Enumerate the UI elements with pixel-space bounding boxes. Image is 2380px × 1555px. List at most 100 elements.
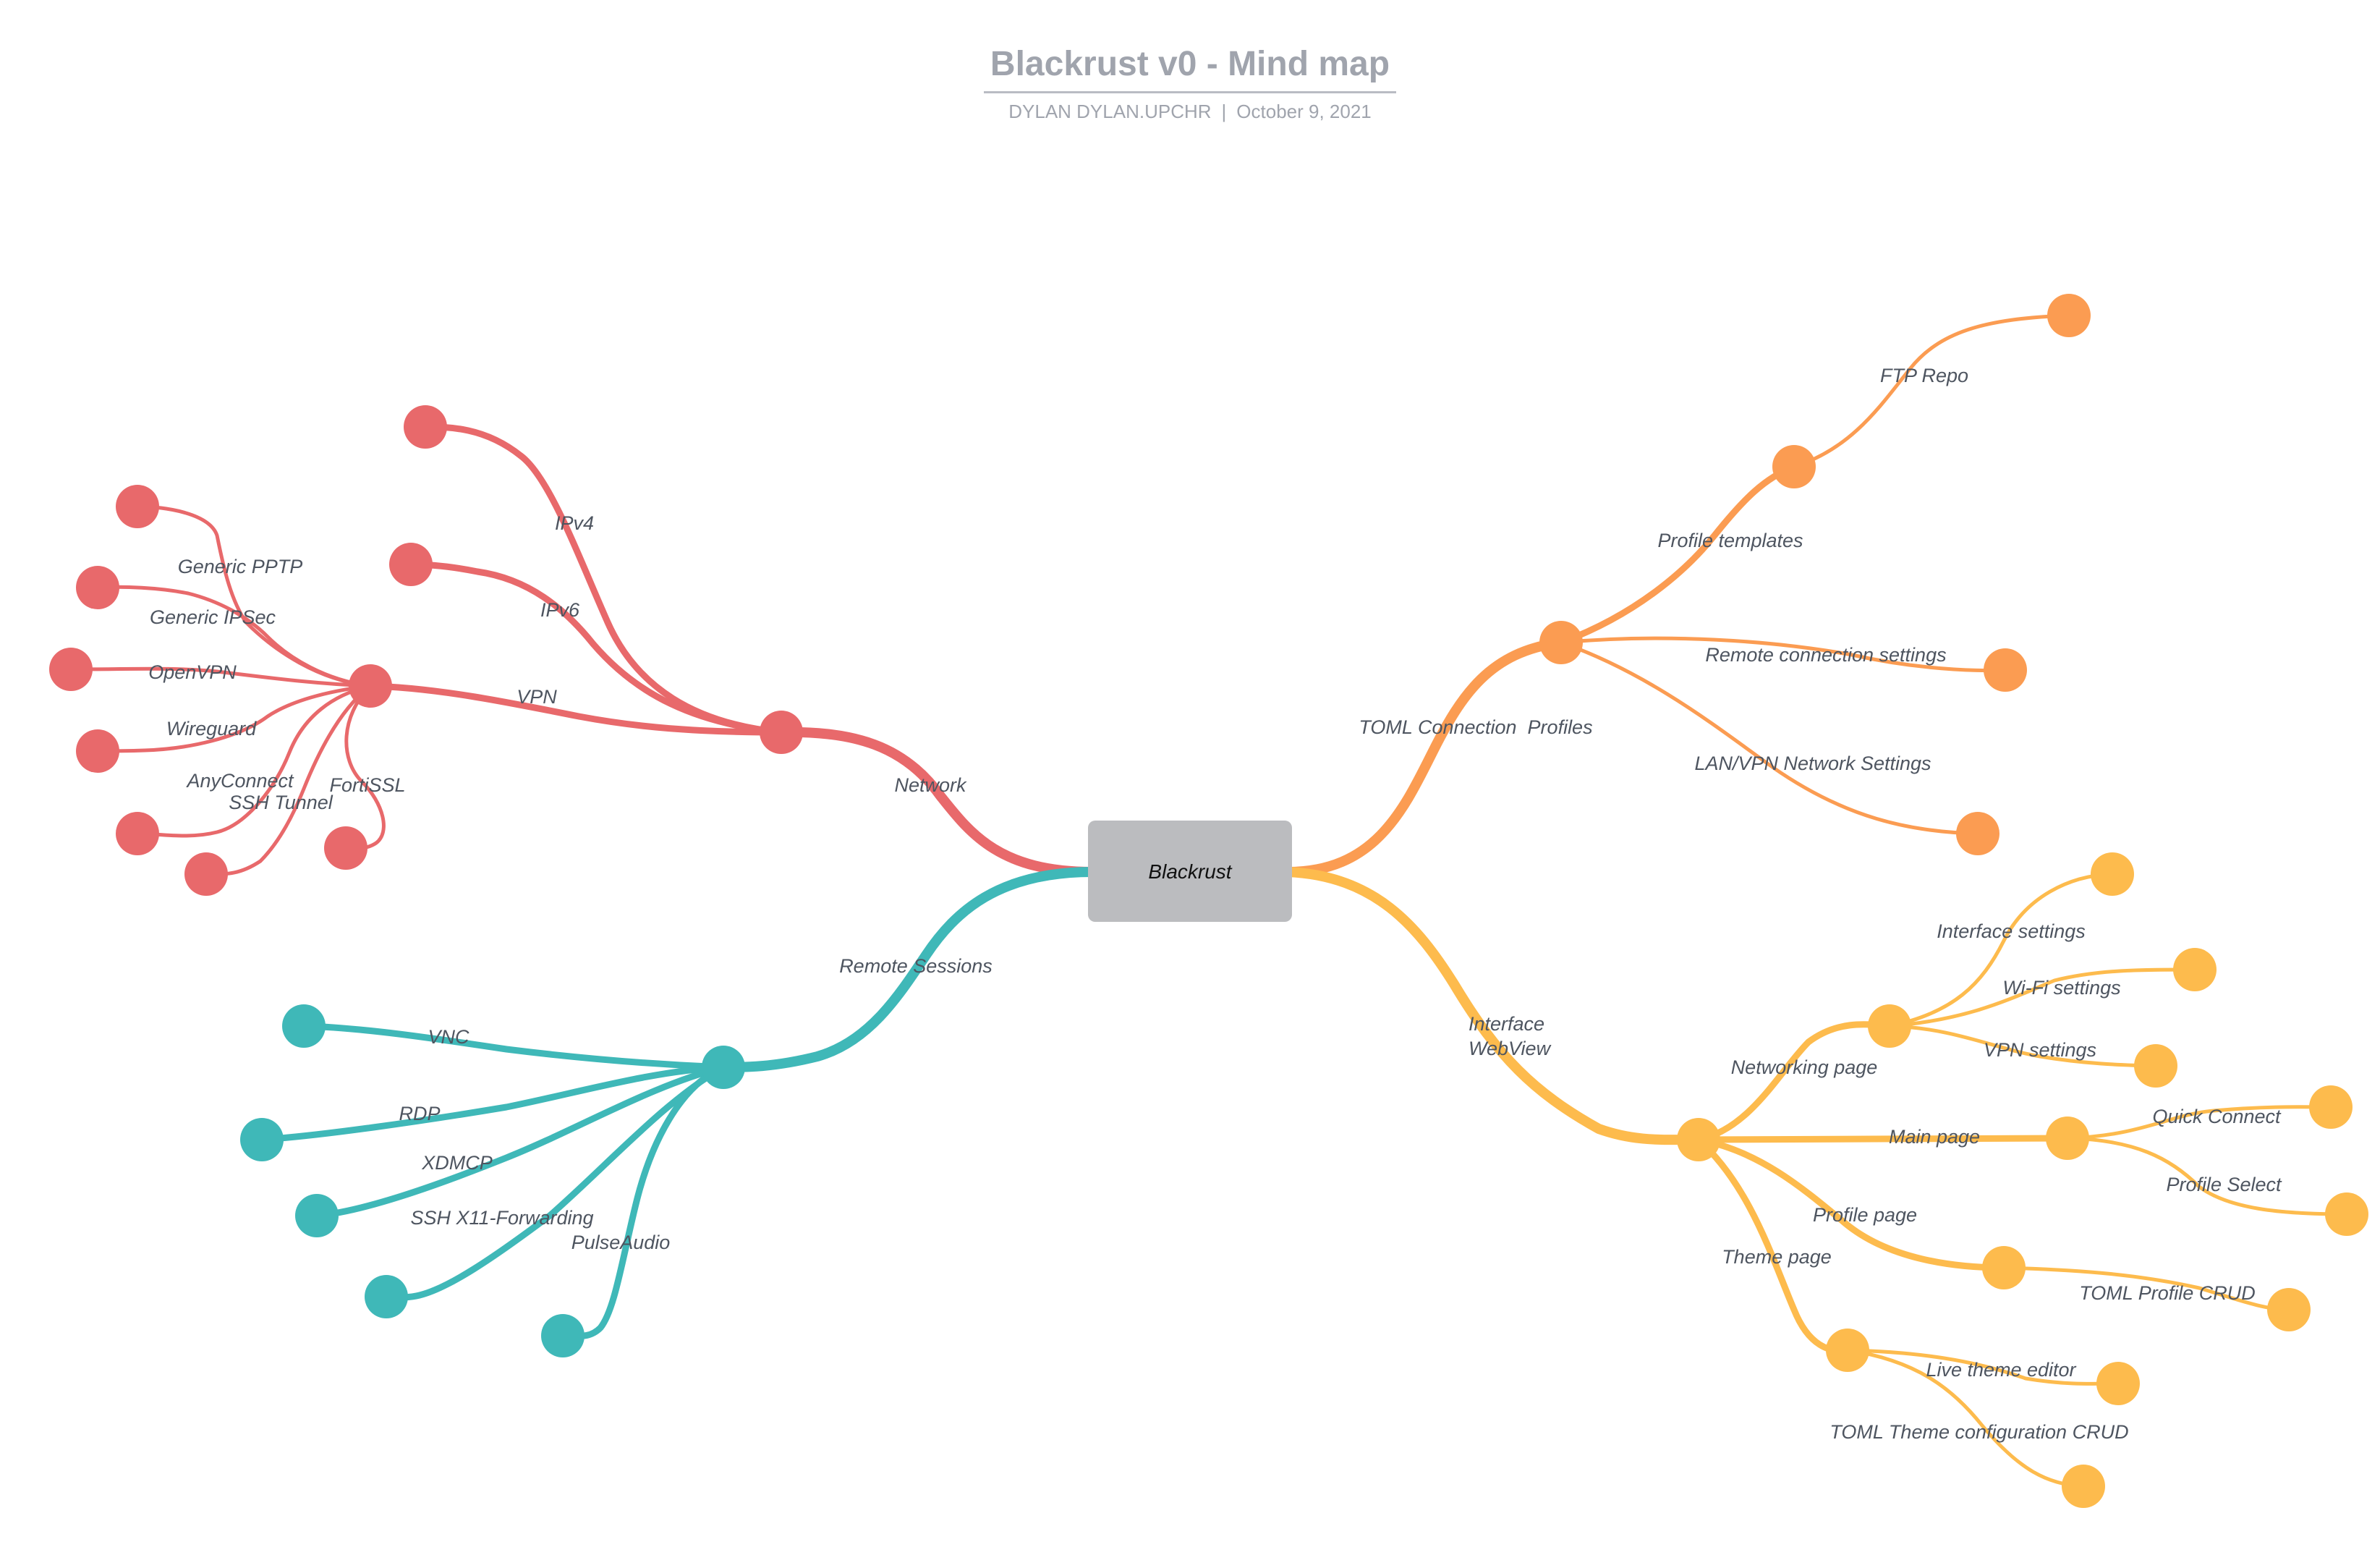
label-vpn-settings: VPN settings xyxy=(1984,1039,2096,1061)
link-networking-wifi xyxy=(1887,967,2197,1028)
label-interface-settings: Interface settings xyxy=(1937,920,2086,942)
node-anyconnect[interactable] xyxy=(116,812,159,855)
label-anyconnect: AnyConnect xyxy=(185,770,294,792)
label-ftp-repo: FTP Repo xyxy=(1880,365,1968,386)
node-ssh-tunnel[interactable] xyxy=(184,852,228,896)
label-vpn: VPN xyxy=(517,686,557,708)
link-vpn-ipsec xyxy=(95,585,373,688)
link-network-vpn xyxy=(367,682,785,736)
node-network[interactable] xyxy=(760,711,803,754)
node-toml-theme-crud[interactable] xyxy=(2062,1465,2105,1508)
link-theme-live-editor xyxy=(1845,1348,2120,1386)
node-toml-profile-crud[interactable] xyxy=(2267,1288,2311,1331)
network-nodes xyxy=(49,405,803,896)
label-pulseaudio: PulseAudio xyxy=(571,1232,671,1253)
node-generic-pptp[interactable] xyxy=(116,485,159,528)
network-branch xyxy=(69,423,1097,877)
link-network-ipv6 xyxy=(407,561,785,736)
link-main-profile-select xyxy=(2065,1136,2349,1216)
label-generic-ipsec: Generic IPSec xyxy=(150,606,276,628)
link-vpn-wireguard xyxy=(95,684,373,753)
node-live-theme-editor[interactable] xyxy=(2096,1362,2140,1405)
node-wireguard[interactable] xyxy=(76,729,119,773)
node-openvpn[interactable] xyxy=(49,648,93,691)
label-toml-connection-profiles: TOML Connection Profiles xyxy=(1359,716,1592,738)
node-ipv4[interactable] xyxy=(404,405,447,449)
node-vpn[interactable] xyxy=(349,664,392,708)
link-center-remote xyxy=(718,867,1097,1072)
link-remote-pulseaudio xyxy=(559,1064,727,1339)
node-ftp-repo[interactable] xyxy=(2047,294,2091,337)
label-toml-profile-crud: TOML Profile CRUD xyxy=(2079,1282,2256,1304)
node-remote-sessions[interactable] xyxy=(702,1046,745,1089)
node-ipv6[interactable] xyxy=(389,543,433,586)
label-remote-connection-settings: Remote connection settings xyxy=(1705,644,1946,666)
node-quick-connect[interactable] xyxy=(2309,1085,2353,1129)
node-profile-select[interactable] xyxy=(2325,1192,2368,1236)
node-networking-page[interactable] xyxy=(1868,1004,1911,1048)
link-profiles-remote-settings xyxy=(1559,636,2007,673)
node-fortissl[interactable] xyxy=(324,826,367,870)
node-generic-ipsec[interactable] xyxy=(76,566,119,609)
label-generic-pptp: Generic PPTP xyxy=(178,556,303,577)
node-wifi-settings[interactable] xyxy=(2173,948,2217,991)
node-vnc[interactable] xyxy=(282,1004,326,1048)
link-remote-xdmcp xyxy=(313,1064,727,1219)
interface-nodes xyxy=(1677,852,2368,1508)
page-subtitle: DYLAN DYLAN.UPCHR|October 9, 2021 xyxy=(0,101,2380,123)
central-node-box[interactable] xyxy=(1088,821,1292,922)
link-profiles-templates xyxy=(1557,463,1798,646)
link-remote-rdp xyxy=(258,1064,727,1143)
node-pulseaudio[interactable] xyxy=(541,1314,585,1357)
link-theme-toml-crud xyxy=(1845,1348,2086,1488)
link-remote-ssh-x11 xyxy=(383,1064,727,1301)
node-interface-webview[interactable] xyxy=(1677,1118,1720,1161)
link-vpn-openvpn xyxy=(69,666,373,688)
link-profile-toml-crud xyxy=(2002,1266,2291,1312)
node-lan-vpn-network-settings[interactable] xyxy=(1956,812,1999,855)
label-main-page: Main page xyxy=(1889,1126,1980,1148)
link-networking-interface-settings xyxy=(1887,872,2115,1028)
node-ssh-x11-forwarding[interactable] xyxy=(365,1275,408,1318)
label-profile-page: Profile page xyxy=(1813,1204,1917,1226)
link-center-profiles xyxy=(1283,637,1566,877)
node-toml-connection-profiles[interactable] xyxy=(1539,621,1583,664)
node-rdp[interactable] xyxy=(240,1118,284,1161)
header: Blackrust v0 - Mind map DYLAN DYLAN.UPCH… xyxy=(0,43,2380,123)
label-interface-webview-line2: WebView xyxy=(1469,1038,1552,1059)
label-remote-sessions: Remote Sessions xyxy=(839,955,993,977)
remote-branch xyxy=(258,867,1097,1339)
link-interface-main xyxy=(1695,1135,2071,1143)
label-fortissl: FortiSSL xyxy=(329,774,405,796)
profiles-nodes xyxy=(1539,294,2091,855)
link-templates-ftp xyxy=(1792,313,2071,469)
label-live-theme-editor: Live theme editor xyxy=(1926,1359,2076,1381)
label-ipv4: IPv4 xyxy=(555,512,594,534)
link-vpn-pptp xyxy=(135,504,373,688)
title-underline xyxy=(984,90,1396,93)
label-theme-page: Theme page xyxy=(1722,1246,1832,1268)
link-center-network xyxy=(776,726,1097,877)
central-node-label: Blackrust xyxy=(1148,860,1232,883)
link-interface-theme-page xyxy=(1695,1136,1851,1355)
label-profile-templates: Profile templates xyxy=(1657,530,1803,551)
node-main-page[interactable] xyxy=(2046,1117,2089,1160)
profiles-branch xyxy=(1283,313,2071,877)
label-xdmcp: XDMCP xyxy=(421,1152,493,1174)
label-lan-vpn-network-settings: LAN/VPN Network Settings xyxy=(1694,753,1931,774)
link-interface-profile-page xyxy=(1695,1136,2007,1271)
node-interface-settings[interactable] xyxy=(2091,852,2134,896)
link-remote-vnc xyxy=(300,1022,727,1071)
node-vpn-settings[interactable] xyxy=(2134,1044,2177,1088)
label-interface-webview-line1: Interface xyxy=(1469,1013,1544,1035)
node-remote-connection-settings[interactable] xyxy=(1984,648,2027,692)
node-xdmcp[interactable] xyxy=(295,1194,339,1237)
author-name: DYLAN DYLAN.UPCHR xyxy=(1008,100,1212,122)
node-profile-page[interactable] xyxy=(1982,1246,2026,1289)
node-profile-templates[interactable] xyxy=(1772,445,1816,488)
label-profile-select: Profile Select xyxy=(2166,1174,2282,1195)
document-date: October 9, 2021 xyxy=(1236,100,1372,122)
label-network: Network xyxy=(894,774,967,796)
node-theme-page[interactable] xyxy=(1826,1329,1869,1372)
